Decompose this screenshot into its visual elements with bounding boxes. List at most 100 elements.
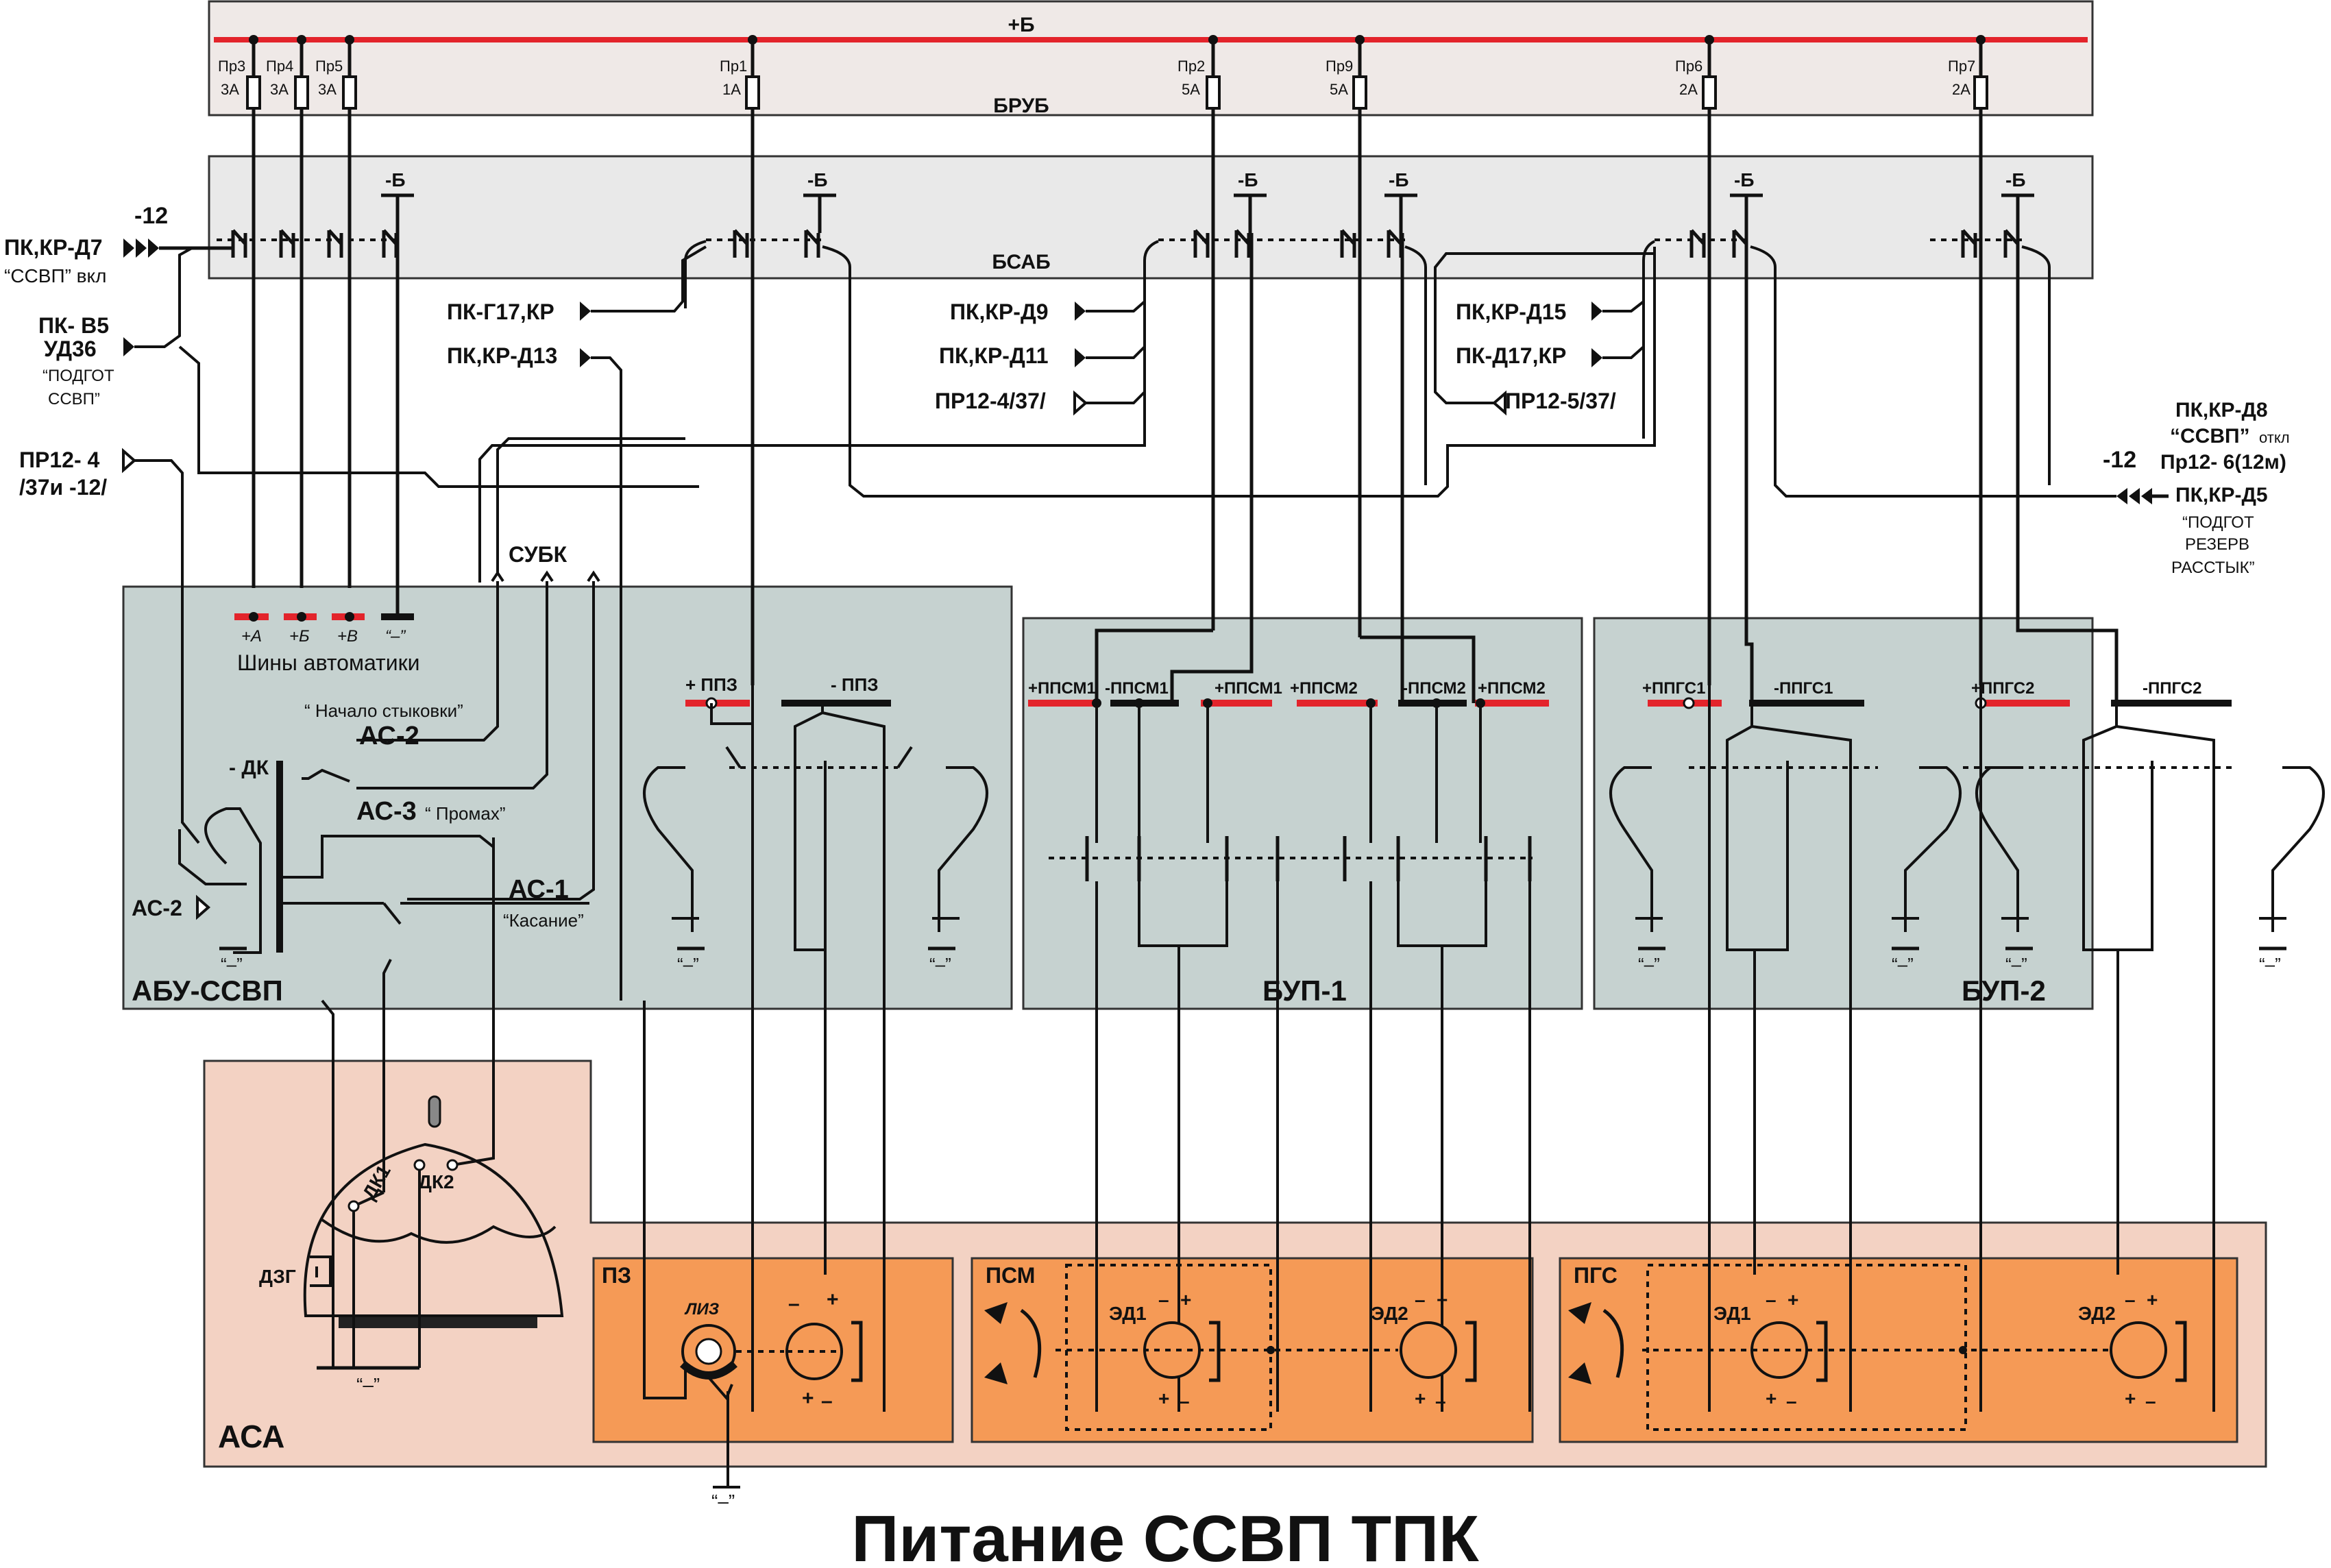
svg-text:+ППГС1: +ППГС1 <box>1642 679 1705 698</box>
svg-text:“–”: “–” <box>385 627 406 646</box>
svg-text:2А: 2А <box>1679 81 1698 98</box>
svg-text:+: + <box>827 1288 839 1311</box>
svg-text:“–”: “–” <box>2259 954 2281 975</box>
as3-label: АС-3 <box>356 797 417 826</box>
abu-internals: АБУ-ССВП +А +Б +В “–” Шины автоматики “ … <box>132 240 988 1412</box>
sig-pr12-6: Пр12- 6(12м) <box>2160 451 2286 474</box>
sig-pr12-4-37: ПР12-4/37/ <box>935 389 1046 413</box>
miss-label: “ Промах” <box>425 803 505 824</box>
bup1-block <box>1022 617 1583 1010</box>
sig-pk-d17-kr: ПК-Д17,КР <box>1456 343 1566 368</box>
bsab-block <box>208 155 2094 280</box>
svg-text:-ППСМ2: -ППСМ2 <box>1402 679 1466 698</box>
svg-text:“–”: “–” <box>1892 954 1914 975</box>
asa-internals: АСА “–” ДЗГ ДК1 ДК2 ПЗ ЛИЗ “–” – + <box>218 837 2187 1512</box>
sig-pk-kr-d5: ПК,КР-Д5 <box>2175 484 2268 506</box>
sig-rasstyk: РАССТЫК” <box>2171 559 2255 577</box>
sig-pk-kr-d15: ПК,КР-Д15 <box>1456 299 1566 324</box>
subk-label: СУБК <box>509 542 568 567</box>
svg-text:“–”: “–” <box>2005 954 2027 975</box>
psm-ed2-motor <box>1400 1321 1457 1379</box>
plus-ppz-label: + ППЗ <box>685 674 737 695</box>
minus-dk-label: - ДК <box>229 757 269 779</box>
svg-text:+: + <box>1787 1289 1798 1310</box>
minus-b-terminal-4 <box>1384 193 1417 233</box>
sig-podgot: “ПОДГОТ <box>42 367 114 385</box>
sig-ssvp: “ССВП” <box>2170 425 2250 448</box>
svg-text:+: + <box>2147 1289 2158 1310</box>
abu-label: АБУ-ССВП <box>132 975 283 1007</box>
svg-text:Пр1: Пр1 <box>720 58 747 75</box>
svg-text:Пр9: Пр9 <box>1326 58 1353 75</box>
sig-pk-kr-d9: ПК,КР-Д9 <box>950 299 1049 324</box>
svg-text:-ППГС2: -ППГС2 <box>2143 679 2201 698</box>
sig-pk-kr-d11: ПК,КР-Д11 <box>939 343 1049 368</box>
bsab-contacts: -Б -Б -Б -Б -Б -Б <box>217 169 2051 439</box>
svg-text:–: – <box>1158 1289 1169 1310</box>
sig-pk-kr-d7: ПК,КР-Д7 <box>4 235 103 260</box>
sig-ssvp-on: “ССВП” вкл <box>4 265 106 286</box>
svg-text:-ППСМ1: -ППСМ1 <box>1105 679 1169 698</box>
fuse-pr2: Пр2 5А <box>1177 35 1221 630</box>
bup2-internals: БУП-2 +ППГС1 -ППГС1 +ППГС2 -ППГС2 “–” “–… <box>1609 233 2325 1412</box>
minus-b-terminal-6 <box>2001 193 2034 233</box>
fuse-pr9: Пр9 5А <box>1326 35 1367 637</box>
as1-label: АС-1 <box>509 875 569 904</box>
minus-b-label-1: -Б <box>385 169 405 191</box>
minus-b-label-6: -Б <box>2005 169 2025 191</box>
svg-text:5А: 5А <box>1182 81 1200 98</box>
fuse-pr5: Пр5 3А <box>315 35 357 588</box>
bup1-label: БУП-1 <box>1262 975 1347 1007</box>
bsab-label: БСАБ <box>992 251 1050 273</box>
svg-text:–: – <box>1435 1391 1446 1412</box>
ed2-pgs-label: ЭД2 <box>2078 1303 2116 1324</box>
svg-text:3А: 3А <box>318 81 337 98</box>
svg-text:Пр5: Пр5 <box>315 58 343 75</box>
rails-caption: Шины автоматики <box>237 650 419 675</box>
plus-b-label: +Б <box>1008 14 1034 36</box>
svg-text:–: – <box>2145 1391 2156 1412</box>
svg-text:3А: 3А <box>221 81 239 98</box>
sig-37i-12: /37и -12/ <box>19 475 107 500</box>
svg-text:+Б: +Б <box>289 627 310 646</box>
minus-b-label-4: -Б <box>1389 169 1408 191</box>
sig-podgot-2: “ПОДГОТ <box>2182 513 2254 532</box>
minus-b-terminal-1 <box>381 193 414 240</box>
brub-block <box>208 0 2094 117</box>
fuse-pr4: Пр4 3А <box>266 35 309 588</box>
pgs-label: ПГС <box>1574 1263 1618 1288</box>
svg-text:–: – <box>1766 1289 1777 1310</box>
sig-pk-g17: ПК-Г17,КР <box>447 299 554 324</box>
as2-input-label: АС-2 <box>132 896 182 920</box>
svg-text:Пр6: Пр6 <box>1675 58 1703 75</box>
minus-b-label-3: -Б <box>1238 169 1258 191</box>
svg-text:+ППСМ2: +ППСМ2 <box>1478 679 1546 698</box>
svg-text:+: + <box>1437 1289 1448 1310</box>
svg-text:“–”: “–” <box>929 954 951 975</box>
svg-text:+: + <box>1180 1289 1191 1310</box>
minus-b-terminal-2 <box>803 193 836 233</box>
fuse-pr7: Пр7 2А <box>1948 35 1988 685</box>
sig-ud36: УД36 <box>44 336 97 361</box>
left-signals: -12 ПК,КР-Д7 “ССВП” вкл ПК- В5 УД36 “ПОД… <box>4 203 699 844</box>
bup2-label: БУП-2 <box>1962 975 2046 1007</box>
svg-text:-ППГС1: -ППГС1 <box>1774 679 1833 698</box>
svg-text:–: – <box>2125 1289 2136 1310</box>
sig-rezerv: РЕЗЕРВ <box>2185 535 2249 554</box>
arrow-triangles-left <box>123 238 159 258</box>
right-signals: ПК,КР-Д8 “ССВП” откл Пр12- 6(12м) -12 ПК… <box>2103 399 2290 577</box>
svg-text:+А: +А <box>241 627 262 646</box>
minus-b-label-5: -Б <box>1734 169 1754 191</box>
psm-label: ПСМ <box>986 1263 1035 1288</box>
start-docking-label: “ Начало стыковки” <box>304 700 463 721</box>
svg-text:+: + <box>2125 1388 2136 1409</box>
svg-text:1А: 1А <box>722 81 741 98</box>
minus-ppz-label: - ППЗ <box>831 674 879 695</box>
abu-ssvp-block <box>122 585 1013 1010</box>
svg-text:Пр4: Пр4 <box>266 58 293 75</box>
sig-pk-kr-d8: ПК,КР-Д8 <box>2175 399 2268 421</box>
sig-pk-kr-d13: ПК,КР-Д13 <box>447 343 557 368</box>
touch-label: “Касание” <box>503 910 584 931</box>
svg-text:–: – <box>821 1390 833 1412</box>
